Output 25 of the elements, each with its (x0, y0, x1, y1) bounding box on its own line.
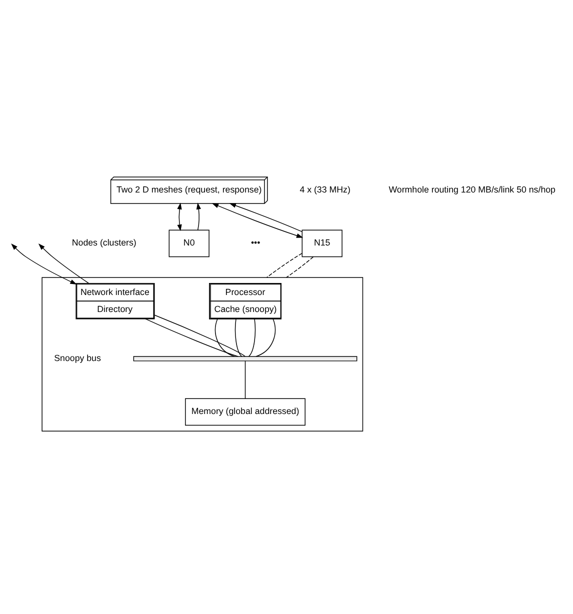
arrow (11, 243, 77, 284)
node-box: N15 (302, 230, 342, 258)
connector (244, 360, 246, 399)
node-label: Snoopy bus (54, 353, 101, 364)
connector (248, 318, 256, 357)
connector (154, 314, 246, 357)
node-box: Memory (global addressed) (185, 398, 306, 426)
label: 4 x (33 MHz) (300, 184, 350, 195)
connector (266, 252, 302, 278)
arrow (196, 202, 201, 230)
label: ••• (250, 238, 260, 248)
cluster (42, 277, 364, 432)
connector (286, 256, 314, 278)
arrow (38, 243, 89, 284)
connector (234, 318, 242, 357)
arrow (177, 202, 182, 232)
connector (256, 318, 276, 357)
arrow (212, 203, 304, 238)
label: Nodes (clusters) (72, 238, 136, 248)
node-bar (133, 356, 358, 362)
arrow (229, 203, 302, 232)
label: Wormhole routing 120 MB/s/link 50 ns/hop (388, 184, 556, 195)
connector (214, 318, 235, 357)
node-box: N0 (168, 230, 210, 258)
connector (144, 318, 238, 357)
